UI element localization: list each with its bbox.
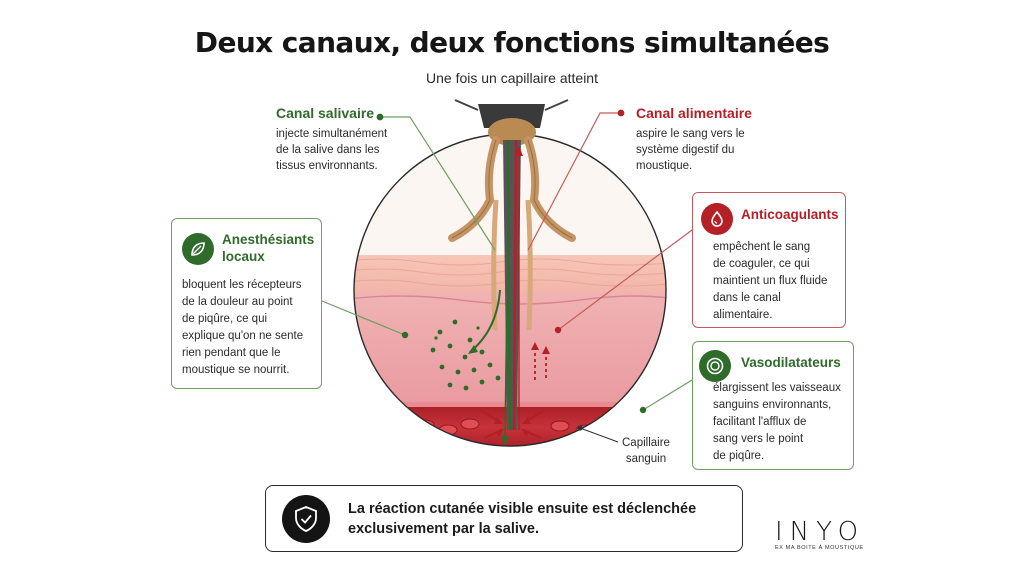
capillaire-label: Capillaire sanguin (622, 435, 670, 467)
canal-alimentaire-text: aspire le sang vers le système digestif … (636, 126, 745, 174)
vasodilatateurs-line: de piqûre. (713, 450, 765, 462)
leader-capillaire (579, 427, 619, 443)
anesthesiants-line: moustique se nourrit. (182, 364, 290, 376)
bottom-statement-box: La réaction cutanée visible ensuite est … (265, 485, 743, 552)
leader-anticoagulants (557, 229, 693, 331)
anesthesiants-line: explique qu'on ne sente (182, 330, 304, 342)
vasodilatateurs-line: sang vers le point (713, 433, 804, 445)
canal-alimentaire-title: Canal alimentaire (636, 105, 752, 121)
anesthesiants-title: Anesthésiants locaux (222, 231, 314, 265)
leader-alimentaire (527, 112, 621, 251)
vasodilatateurs-line: sanguins environnants, (713, 399, 832, 411)
vasodilatateurs-line: élargissent les vaisseaux (713, 382, 841, 394)
anesthesiants-line: bloquent les récepteurs (182, 279, 302, 291)
blood-drop-icon (701, 203, 733, 235)
shield-check-icon (282, 495, 330, 543)
anesthesiants-line: de piqûre, ce qui (182, 313, 268, 325)
vasodilatateurs-title: Vasodilatateurs (741, 355, 841, 370)
brand-logo: INYO (775, 517, 866, 547)
anticoagulants-line: de coaguler, ce qui (713, 258, 810, 270)
bottom-statement-line: exclusivement par la salive. (348, 521, 540, 537)
saliva-dots (430, 319, 501, 391)
anticoagulants-line: empêchent le sang (713, 241, 811, 253)
anesthesiants-line: de la douleur au point (182, 296, 293, 308)
anesthesiants-box: Anesthésiants locaux bloquent les récept… (171, 218, 322, 389)
anticoagulants-line: alimentaire. (713, 309, 773, 321)
bottom-statement-text: La réaction cutanée visible ensuite est … (348, 499, 728, 539)
leader-salivaire (380, 116, 496, 251)
canal-salivaire-title: Canal salivaire (276, 105, 375, 121)
canal-alimentaire-line: aspire le sang vers le (636, 128, 745, 140)
anticoagulants-line: dans le canal (713, 292, 781, 304)
vasodilatateurs-line: facilitant l'afflux de (713, 416, 807, 428)
anticoagulants-title: Anticoagulants (741, 207, 839, 222)
anesthesiants-line: rien pendant que le (182, 347, 281, 359)
canal-salivaire-text: injecte simultanément de la salive dans … (276, 126, 387, 174)
anesthesiants-title-line: locaux (222, 249, 265, 264)
anticoagulants-line: maintient un flux fluide (713, 275, 828, 287)
canal-alimentaire-line: système digestif du (636, 144, 735, 156)
anesthesiants-text: bloquent les récepteurs de la douleur au… (182, 277, 303, 379)
capillaire-label-line: sanguin (625, 453, 667, 465)
page-subtitle: Une fois un capillaire atteint (426, 70, 598, 86)
anticoagulants-box: Anticoagulants empêchent le sang de coag… (692, 192, 846, 328)
leader-vasodilatateurs (642, 379, 693, 411)
vasodilatateurs-text: élargissent les vaisseaux sanguins envir… (713, 380, 841, 465)
canal-salivaire-line: de la salive dans les (276, 144, 380, 156)
anticoagulants-text: empêchent le sang de coaguler, ce qui ma… (713, 239, 827, 324)
anesthesiants-title-line: Anesthésiants (222, 232, 315, 247)
bottom-statement-line: La réaction cutanée visible ensuite est … (348, 501, 697, 517)
brand-tagline: EX MA BOITE À MOUSTIQUE (775, 545, 864, 551)
vessel-ring-icon (699, 350, 731, 382)
mosquito-head (448, 99, 576, 431)
leaf-icon (182, 233, 214, 265)
leader-anesthesiants (321, 300, 406, 336)
capillaire-label-line: Capillaire (622, 437, 670, 449)
page-title: Deux canaux, deux fonctions simultanées (194, 26, 830, 59)
canal-alimentaire-line: moustique. (636, 160, 693, 172)
canal-salivaire-line: tissus environnants. (276, 160, 378, 172)
canal-salivaire-line: injecte simultanément (276, 128, 388, 140)
vasodilatateurs-box: Vasodilatateurs élargissent les vaisseau… (692, 341, 854, 470)
